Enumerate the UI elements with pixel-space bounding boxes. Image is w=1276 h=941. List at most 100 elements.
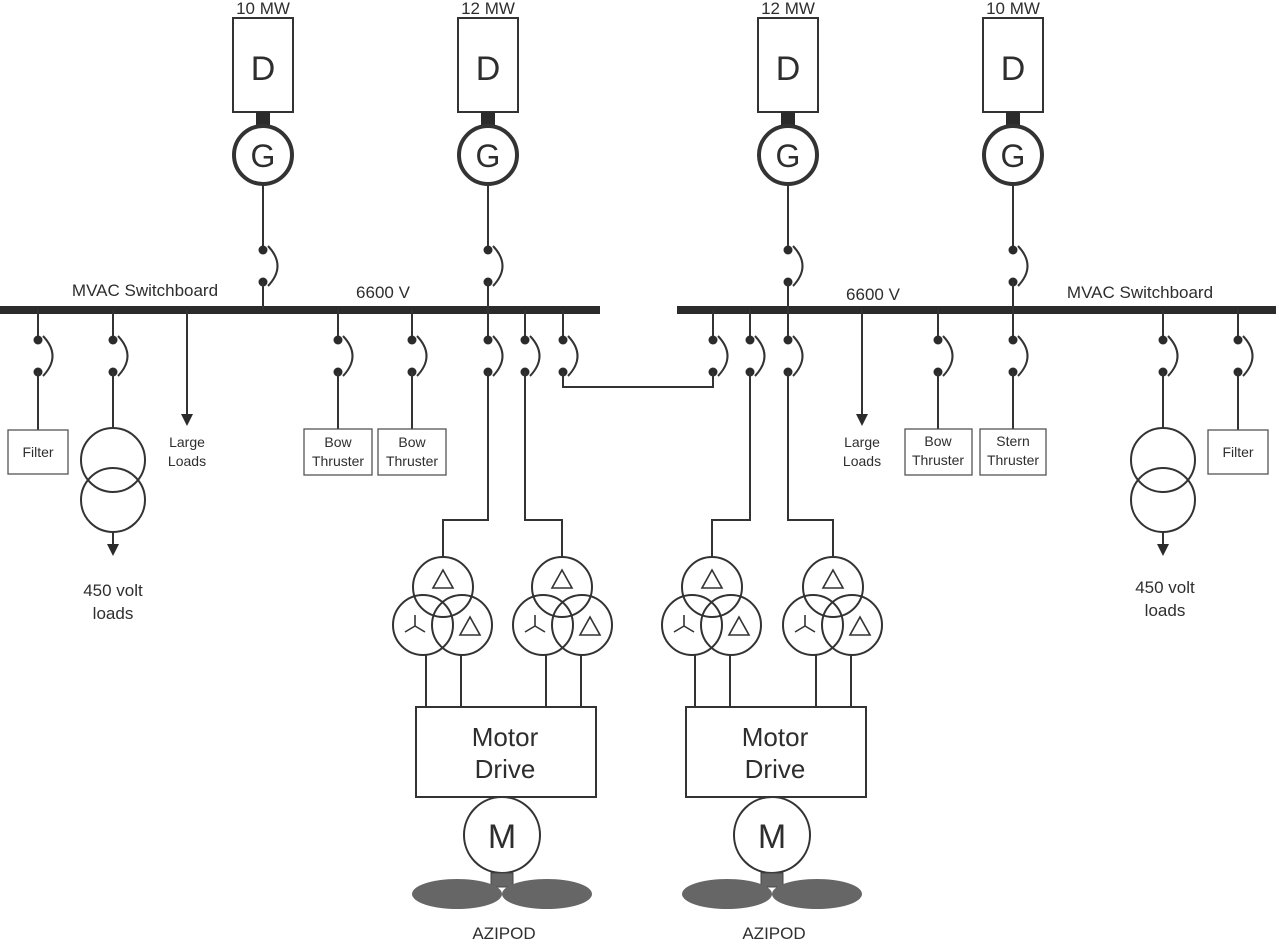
- delta-winding-icon: [848, 615, 872, 636]
- breaker-contact: [33, 335, 43, 345]
- wire: [787, 372, 834, 557]
- motor-drive-2-label-1: Motor: [742, 722, 809, 752]
- delta-winding-icon: [578, 615, 602, 636]
- delta-winding-icon: [727, 615, 751, 636]
- delta-winding-icon: [458, 615, 482, 636]
- breaker-contact: [1008, 335, 1018, 345]
- transformer-secondary-winding: [512, 594, 574, 656]
- feeder-breaker-icon: [342, 335, 354, 377]
- transformer-secondary-winding: [551, 594, 613, 656]
- breaker-contact: [483, 245, 493, 255]
- left-bus-name: MVAC Switchboard: [72, 281, 218, 300]
- filter-right-label: Filter: [1222, 444, 1253, 460]
- transformer-secondary-winding: [700, 594, 762, 656]
- diesel-engine-box: [982, 17, 1044, 113]
- transformer-secondary-winding: [431, 594, 493, 656]
- large-loads-right-label-1: Large: [844, 434, 880, 450]
- motor-1-label: M: [488, 818, 516, 856]
- diesel-engine-box: [457, 17, 519, 113]
- bow-thruster-2-label-2: Thruster: [386, 453, 438, 469]
- generator-3-label: G: [776, 138, 801, 174]
- motor-drive-box: [685, 706, 867, 798]
- breaker-contact: [1008, 245, 1018, 255]
- low-voltage-right-label-2: loads: [1145, 601, 1186, 620]
- generator-3-rating: 12 MW: [761, 0, 815, 18]
- propeller-blade: [772, 879, 862, 909]
- arrow-down-icon: [1157, 544, 1169, 556]
- feeder-breaker-icon: [792, 335, 804, 377]
- generator-4-rating: 10 MW: [986, 0, 1040, 18]
- coupling-shaft: [781, 112, 795, 126]
- pod-shaft: [760, 872, 784, 888]
- feeder-breaker-icon: [529, 335, 541, 377]
- breaker-contact: [333, 335, 343, 345]
- right-bus-name: MVAC Switchboard: [1067, 283, 1213, 302]
- engine-1-label: D: [251, 50, 276, 88]
- feeder-breaker-icon: [416, 335, 428, 377]
- thruster-box: [979, 428, 1047, 476]
- coupling-shaft: [1006, 112, 1020, 126]
- motor-drive-1-label-2: Drive: [475, 754, 536, 784]
- large-loads-right-label-2: Loads: [843, 453, 881, 469]
- bow-thruster-3-label-2: Thruster: [912, 452, 964, 468]
- low-voltage-right-label-1: 450 volt: [1135, 578, 1195, 597]
- transformer-secondary-winding: [821, 594, 883, 656]
- filter-box: [1207, 429, 1269, 475]
- wye-winding-icon: [404, 615, 426, 633]
- breaker-contact: [520, 335, 530, 345]
- delta-winding-icon: [431, 568, 455, 589]
- filter-box: [7, 429, 69, 475]
- wire: [711, 372, 751, 557]
- breaker-contact: [933, 335, 943, 345]
- generator-1-label: G: [251, 138, 276, 174]
- breaker-contact: [783, 335, 793, 345]
- arrow-down-icon: [856, 414, 868, 426]
- left-bus-voltage: 6600 V: [356, 283, 411, 302]
- motor-drive-2-label-2: Drive: [745, 754, 806, 784]
- propeller-blade: [412, 879, 502, 909]
- breaker-contact: [108, 335, 118, 345]
- breaker-contact: [1158, 335, 1168, 345]
- wye-winding-icon: [794, 615, 816, 633]
- stern-thruster-label-2: Thruster: [987, 452, 1039, 468]
- delta-winding-icon: [700, 568, 724, 589]
- transformer-winding: [1130, 427, 1196, 493]
- wire: [442, 372, 489, 557]
- large-loads-left-label-1: Large: [169, 434, 205, 450]
- bow-thruster-1-label-2: Thruster: [312, 453, 364, 469]
- arrow-down-icon: [107, 544, 119, 556]
- wye-winding-icon: [524, 615, 546, 633]
- generator-breaker-icon: [267, 245, 279, 287]
- wire: [524, 372, 563, 557]
- coupling-shaft: [256, 112, 270, 126]
- feeder-breaker-icon: [42, 335, 54, 377]
- generator-2-label: G: [476, 138, 501, 174]
- breaker-contact: [558, 335, 568, 345]
- diesel-engine-box: [232, 17, 294, 113]
- generator-2-rating: 12 MW: [461, 0, 515, 18]
- pod-shaft: [490, 872, 514, 888]
- generator-4-label: G: [1001, 138, 1026, 174]
- feeder-breaker-icon: [754, 335, 766, 377]
- left-switchboard-bus: [0, 306, 600, 314]
- transformer-secondary-winding: [392, 594, 454, 656]
- generator-icon: [982, 124, 1044, 186]
- delta-winding-icon: [821, 568, 845, 589]
- feeder-breaker-icon: [567, 335, 579, 377]
- generator-icon: [757, 124, 819, 186]
- transformer-winding: [80, 467, 146, 533]
- feeder-breaker-icon: [1167, 335, 1179, 377]
- engine-4-label: D: [1001, 50, 1026, 88]
- bow-thruster-3-label-1: Bow: [924, 433, 952, 449]
- transformer-primary-winding: [802, 556, 864, 618]
- azipod-1-label: AZIPOD: [472, 924, 535, 941]
- bow-thruster-1-label-1: Bow: [324, 434, 352, 450]
- generator-breaker-icon: [492, 245, 504, 287]
- transformer-primary-winding: [681, 556, 743, 618]
- transformer-winding: [1130, 467, 1196, 533]
- bus-tie: [562, 372, 714, 388]
- transformer-primary-winding: [412, 556, 474, 618]
- transformer-winding: [80, 427, 146, 493]
- breaker-contact: [258, 245, 268, 255]
